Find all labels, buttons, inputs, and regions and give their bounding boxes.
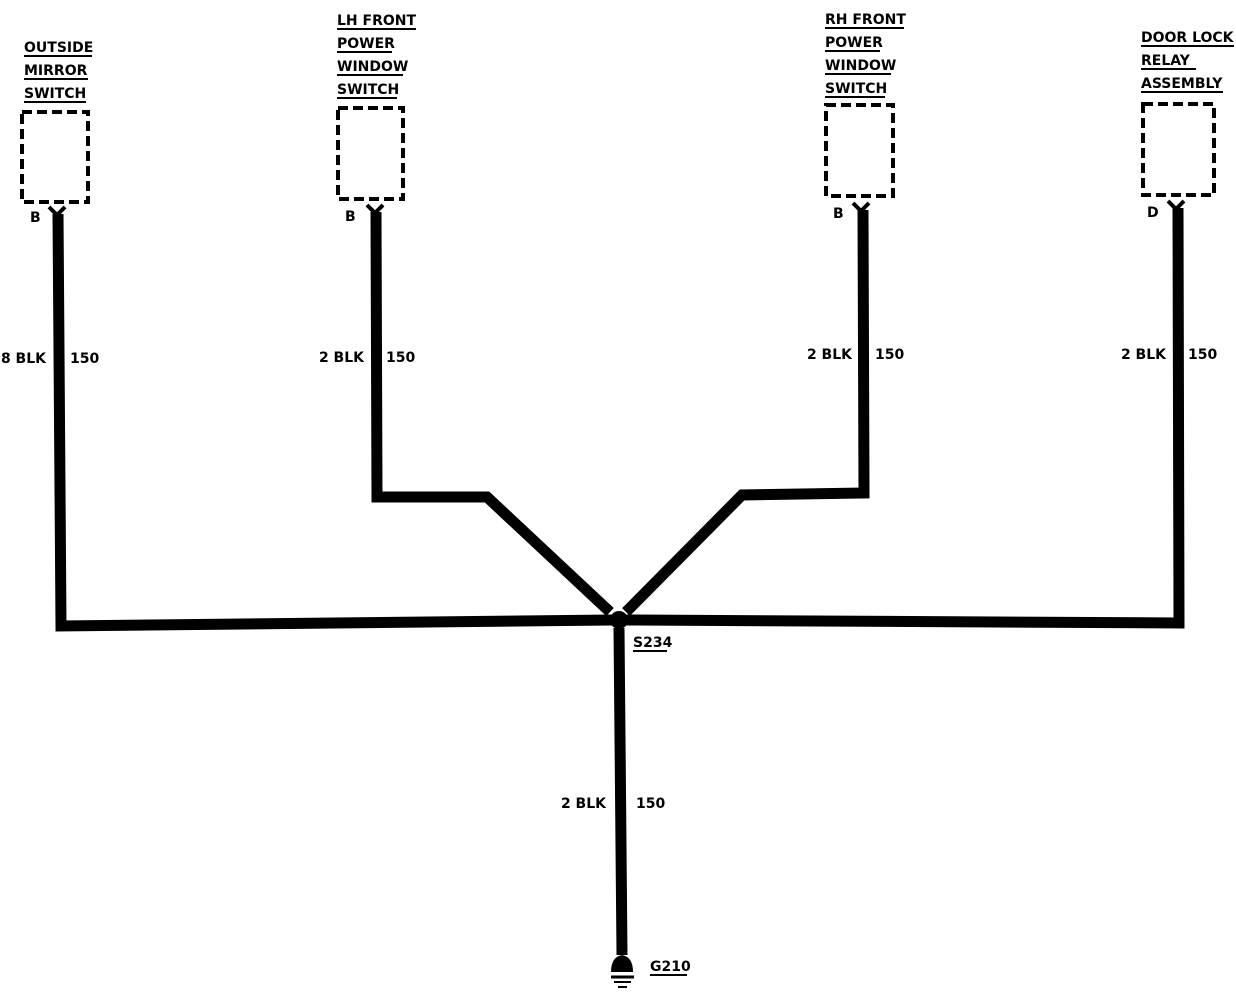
pin-label: B [345,209,356,225]
ground-g210: G210 [611,955,691,988]
dashed-component-box [20,110,90,204]
wire-gauge-color-label: 2 BLK [807,347,853,363]
pin-label: D [1147,205,1159,221]
dashed-component-box [824,103,895,198]
wire-gauge-color-label: 2 BLK [1121,347,1167,363]
component-title-line: SWITCH [337,82,399,98]
component-title-line: ASSEMBLY [1141,76,1223,92]
ground-label: G210 [650,959,691,975]
connector-terminal-icon [365,203,385,216]
component-title-line: OUTSIDE [24,40,93,56]
wire-circuit-label: 150 [386,350,415,366]
component-title-line: SWITCH [24,86,86,102]
component-outside-mirror-switch: OUTSIDE MIRROR SWITCH B [20,40,93,226]
component-door-lock-relay-assembly: DOOR LOCK RELAY ASSEMBLY D [1141,30,1235,221]
component-lh-front-power-window-switch: LH FRONT POWER WINDOW SWITCH B [336,13,416,225]
wire-gauge-color-label: 2 BLK [561,796,607,812]
wire-gauge-color-label: .8 BLK [0,351,47,367]
dashed-component-box [336,106,405,201]
component-title-line: RH FRONT [825,12,906,28]
wire-circuit-label: 150 [70,351,99,367]
wire-circuit-label: 150 [875,347,904,363]
splice-s234: S234 [610,611,673,652]
connector-terminal-icon [1166,199,1186,212]
wire-lh-front-window [370,211,614,617]
component-title-line: WINDOW [825,58,896,74]
pin-label: B [833,206,844,222]
splice-dot-icon [610,611,628,629]
splice-label: S234 [633,635,673,651]
component-title-line: LH FRONT [337,13,416,29]
component-title-line: POWER [337,36,395,52]
component-title-line: WINDOW [337,59,408,75]
ground-symbol-icon [611,955,633,972]
pin-label: B [30,210,41,226]
connector-terminal-icon [851,201,871,214]
wire-circuit-label: 150 [1188,347,1217,363]
component-title-line: POWER [825,35,883,51]
wire-ground [613,627,628,956]
wire-circuit-label: 150 [636,796,665,812]
component-title-line: DOOR LOCK [1141,30,1235,46]
wire-door-lock-relay [625,207,1185,629]
wire-rh-front-window [622,209,870,616]
wire-labels: .8 BLK 150 2 BLK 150 2 BLK 150 2 BLK 150… [0,347,1217,812]
connector-terminal-icon [47,205,67,218]
component-title-line: MIRROR [24,63,88,79]
component-rh-front-power-window-switch: RH FRONT POWER WINDOW SWITCH B [824,12,906,222]
dashed-component-box [1141,102,1216,197]
wire-harness [52,207,1185,956]
wire-outside-mirror [52,213,613,632]
wire-gauge-color-label: 2 BLK [319,350,365,366]
component-title-line: RELAY [1141,53,1191,69]
component-title-line: SWITCH [825,81,887,97]
